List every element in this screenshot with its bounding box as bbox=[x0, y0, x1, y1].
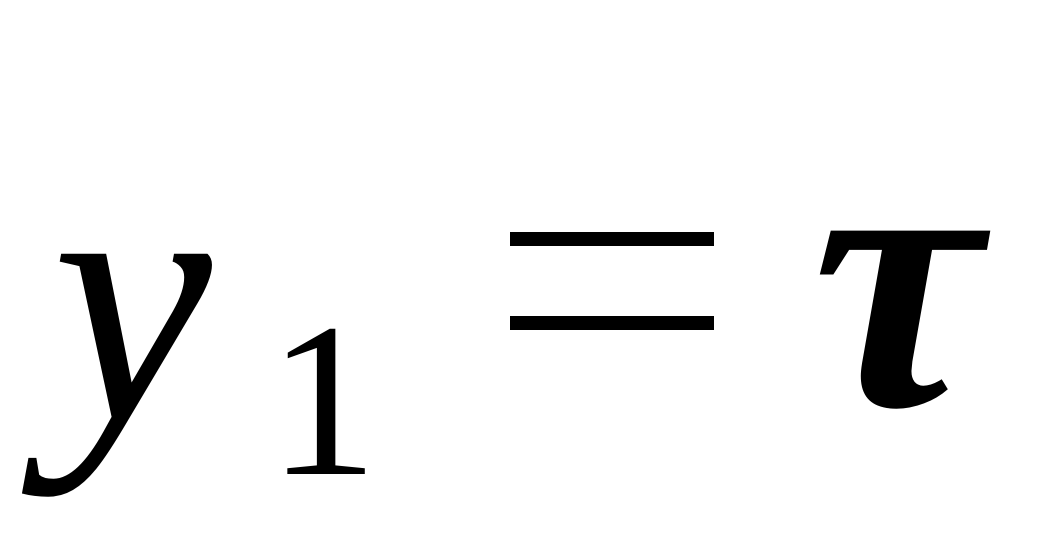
equals-bar-top bbox=[510, 232, 714, 246]
equals-sign: = bbox=[510, 230, 714, 332]
equals-operator-text: = bbox=[510, 230, 511, 231]
variable-y: y bbox=[52, 98, 212, 497]
subscript-one: 1 bbox=[268, 278, 378, 522]
variable-tau: τ bbox=[812, 67, 981, 488]
equals-bar-bottom bbox=[510, 316, 714, 330]
